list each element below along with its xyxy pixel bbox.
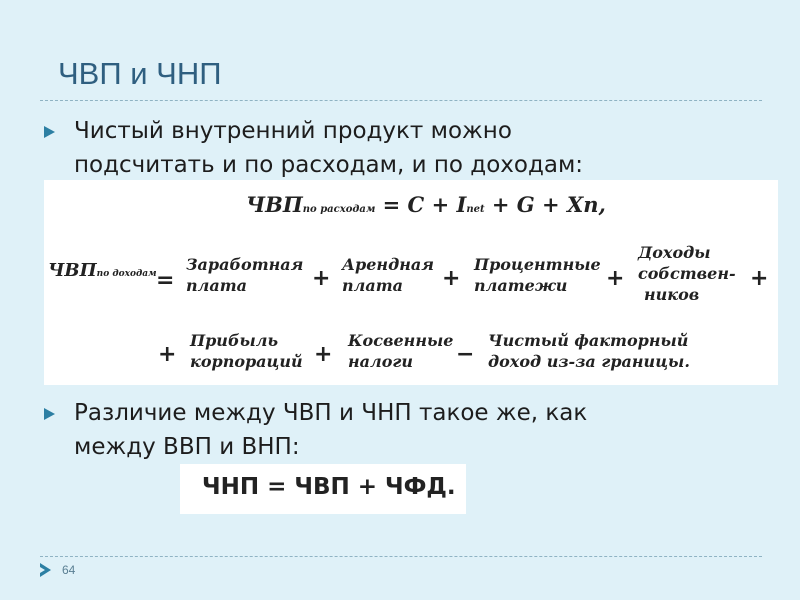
page-number: 64 — [62, 563, 76, 577]
term-corporate-profit: Прибыль корпораций — [190, 331, 303, 371]
income-formula-panel: ЧВПпо расходам = C + Inet + G + Xn, ЧВПп… — [44, 180, 778, 385]
bullet-arrow-icon — [44, 408, 55, 420]
term-indirect-taxes: Косвенные налоги — [348, 331, 454, 371]
plus-sign: + — [314, 342, 333, 367]
bullet-arrow-icon — [44, 126, 55, 138]
top-divider — [40, 100, 762, 101]
plus-sign: + — [158, 342, 177, 367]
plus-sign: + — [312, 266, 331, 291]
formula-income-lhs: ЧВПпо доходам — [48, 260, 157, 281]
bullet-2-text: Различие между ЧВП и ЧНП такое же, как м… — [74, 400, 588, 460]
bottom-divider — [40, 556, 762, 557]
slide-title: ЧВП и ЧНП — [58, 56, 222, 91]
formula-expenditure: ЧВПпо расходам = C + Inet + G + Xn, — [246, 192, 606, 217]
term-interest: Процентные платежи — [474, 255, 601, 295]
net-formula-panel: ЧНП = ЧВП + ЧФД. — [180, 464, 466, 514]
plus-sign: + — [750, 266, 769, 291]
term-net-factor-income: Чистый факторный доход из-за границы. — [488, 331, 690, 371]
plus-sign: + — [442, 266, 461, 291]
plus-sign: + — [606, 266, 625, 291]
term-owners-income: Доходы собствен- ников — [638, 243, 736, 304]
equals-sign: = — [156, 268, 175, 293]
formula-net-national-product: ЧНП = ЧВП + ЧФД. — [202, 474, 456, 500]
page-arrow-icon — [40, 563, 51, 577]
bullet-1-text: Чистый внутренний продукт можно подсчита… — [74, 118, 584, 178]
term-wages: Заработная плата — [186, 255, 304, 295]
term-rent: Арендная плата — [342, 255, 434, 295]
minus-sign: − — [456, 342, 475, 367]
